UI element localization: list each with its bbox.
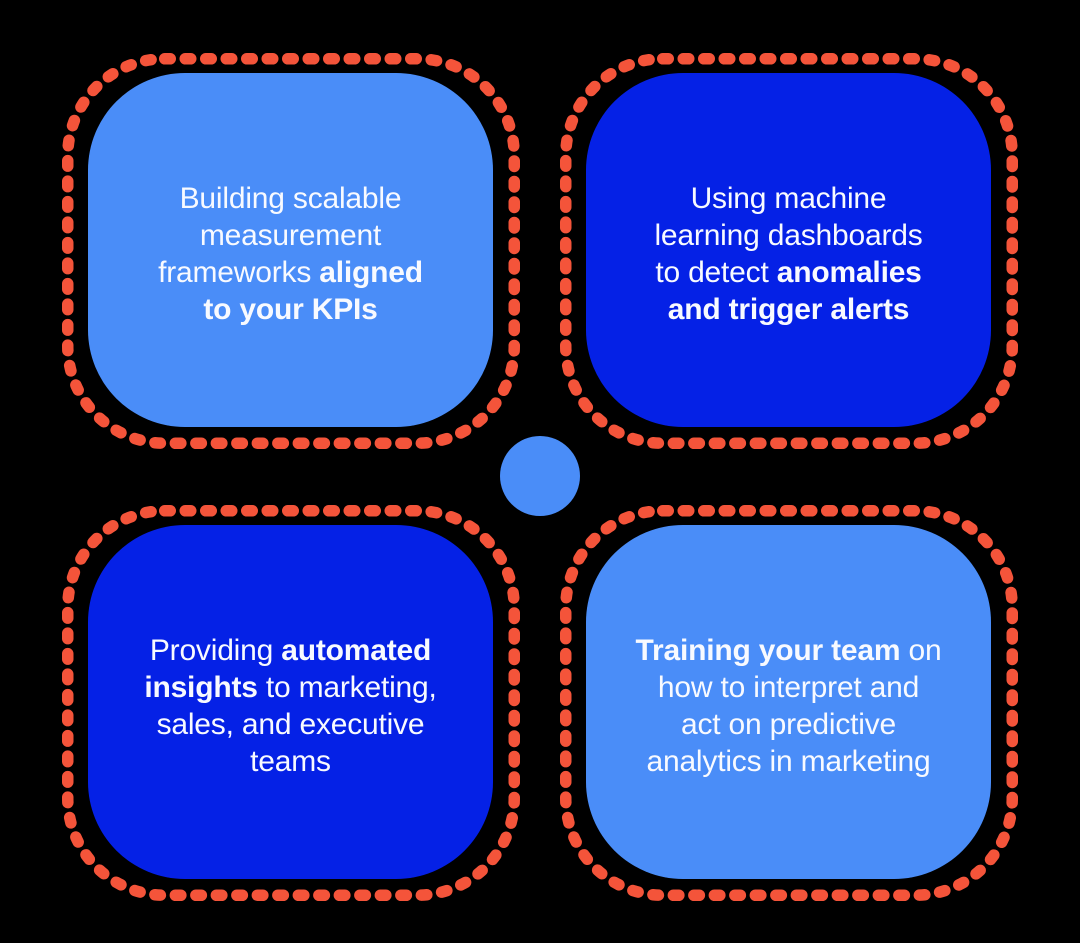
dashed-border-ring (62, 53, 520, 449)
text-segment: teams (250, 745, 331, 778)
dashed-border-ring (560, 505, 1018, 901)
text-segment: to detect (655, 256, 777, 289)
text-segment: analytics in marketing (646, 745, 931, 778)
bold-text-segment: insights (144, 671, 258, 704)
text-line: act on predictive (636, 706, 942, 743)
dashed-border-ring (62, 505, 520, 901)
text-segment: on (900, 634, 942, 667)
text-line: how to interpret and (636, 669, 942, 706)
text-segment: Using machine (690, 182, 887, 215)
bold-text-segment: aligned (319, 256, 423, 289)
text-line: Building scalable (158, 180, 423, 217)
text-line: and trigger alerts (654, 291, 922, 328)
text-segment: Building scalable (179, 182, 402, 215)
text-line: measurement (158, 217, 423, 254)
text-segment: Providing (149, 634, 282, 667)
text-segment: sales, and executive (156, 708, 425, 741)
text-segment: learning dashboards (654, 219, 923, 252)
text-segment: to marketing, (257, 671, 437, 704)
dashed-border-ring (560, 53, 1018, 449)
bold-text-segment: anomalies (776, 256, 922, 289)
text-line: frameworks aligned (158, 254, 423, 291)
text-segment: act on predictive (680, 708, 897, 741)
text-line: Using machine (654, 180, 922, 217)
text-line: analytics in marketing (636, 743, 942, 780)
text-line: learning dashboards (654, 217, 922, 254)
bold-text-segment: and trigger alerts (667, 293, 910, 326)
bold-text-segment: automated (281, 634, 432, 667)
text-line: Training your team on (636, 632, 942, 669)
text-line: sales, and executive (144, 706, 436, 743)
bold-text-segment: Training your team (635, 634, 901, 667)
text-line: to your KPIs (158, 291, 423, 328)
text-line: insights to marketing, (144, 669, 437, 706)
text-segment: how to interpret and (657, 671, 920, 704)
text-line: teams (144, 743, 436, 780)
bold-text-segment: to your KPIs (203, 293, 378, 326)
text-line: to detect anomalies (654, 254, 922, 291)
center-dot (500, 436, 580, 516)
text-segment: measurement (199, 219, 382, 252)
text-line: Providing automated (144, 632, 436, 669)
text-segment: frameworks (158, 256, 320, 289)
